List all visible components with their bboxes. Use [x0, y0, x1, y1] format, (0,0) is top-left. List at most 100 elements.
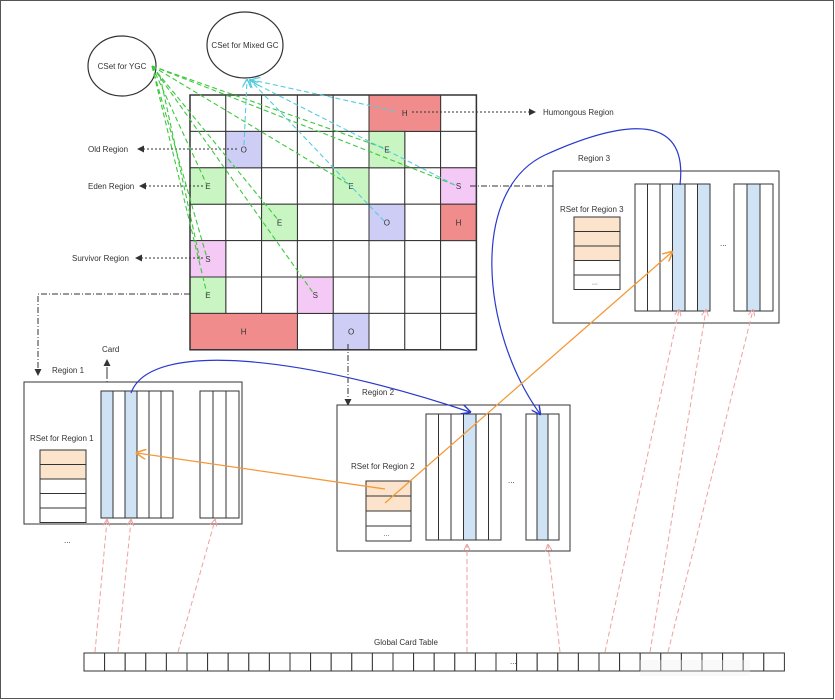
card: [697, 183, 711, 312]
card: [488, 413, 502, 541]
region-2-title: Region 2: [362, 388, 395, 397]
grid-cell-empty: [368, 240, 406, 278]
grid-cell-s: [296, 276, 334, 314]
region-2-rset: ...: [365, 480, 412, 542]
region-1-cards: [100, 390, 240, 519]
global-card: [619, 652, 641, 672]
region-3-card-ellipsis: ...: [720, 239, 727, 248]
global-card: [186, 652, 209, 672]
grid-cell-label: H: [456, 218, 462, 227]
grid-cell-empty: [404, 240, 442, 278]
global-card: [454, 652, 476, 672]
card: [672, 183, 686, 312]
grid-cell-empty: [296, 167, 334, 205]
card-reference-arcs: [130, 128, 682, 414]
card: [647, 183, 661, 312]
card-label: Card: [102, 345, 119, 354]
grid-cell-label: O: [241, 146, 247, 155]
card: [759, 183, 774, 312]
grid-cell-label: S: [205, 255, 210, 264]
global-card: [248, 652, 270, 672]
cset-ygc-label: CSet for YGC: [98, 62, 147, 71]
global-card: [289, 652, 312, 672]
global-card: [165, 652, 188, 672]
cset-mixed-ellipse: [206, 11, 284, 79]
eden-region-label: Eden Region: [88, 182, 134, 191]
rset-more: ...: [384, 531, 390, 538]
global-card: [351, 652, 373, 672]
grid-cell-empty: [332, 240, 370, 278]
rset-entry: [365, 495, 412, 512]
rset-entry: [573, 260, 621, 276]
global-card-table: [83, 652, 785, 672]
grid-cell-h: [440, 203, 477, 242]
grid-cell-empty: [332, 94, 370, 132]
grid-cell-empty: [368, 312, 406, 351]
grid-cell-label: O: [348, 328, 354, 337]
grid-cell-empty: [189, 203, 227, 242]
grid-cell-label: H: [402, 109, 408, 118]
grid-cell-label: H: [241, 328, 247, 337]
grid-cell-empty: [261, 167, 298, 205]
cset-mixed-label: CSet for Mixed GC: [211, 41, 278, 50]
card: [684, 183, 698, 312]
grid-cell-e: [368, 130, 406, 169]
grid-cell-e: [261, 203, 298, 242]
region-3-rset: ...: [573, 216, 621, 290]
cset-ygc-lines: [151, 65, 456, 295]
grid-cell-label: O: [384, 218, 390, 227]
card: [525, 413, 538, 541]
global-card: [371, 652, 394, 672]
global-card: [413, 652, 435, 672]
card: [475, 413, 489, 541]
grid-cell-label: E: [205, 182, 210, 191]
global-card: [145, 652, 167, 672]
card: [547, 413, 560, 541]
region-2-cards: [425, 413, 560, 541]
card: [160, 390, 174, 519]
global-card: [557, 652, 579, 672]
region-1-rset-label: RSet for Region 1: [30, 434, 94, 443]
grid-cell-empty: [261, 276, 298, 314]
region-3: Region 3 RSet for Region 3 ... ...: [552, 154, 780, 324]
grid-cell-empty: [189, 94, 227, 132]
grid-cell-e: [189, 276, 227, 314]
global-card: [577, 652, 600, 672]
rset-entry: [573, 245, 621, 261]
rset-entry: [365, 480, 412, 497]
global-card: [474, 652, 497, 672]
grid-cell-empty: [296, 203, 334, 242]
humongous-region-label: Humongous Region: [543, 108, 614, 117]
grid-cell-label: E: [277, 218, 282, 227]
rset-entry: [365, 525, 412, 542]
global-card: [83, 652, 106, 672]
card: [100, 390, 114, 519]
card: [659, 183, 673, 312]
region-2: Region 2 RSet for Region 2 ... ...: [336, 388, 571, 552]
grid-cell-empty: [404, 203, 442, 242]
grid-cell-empty: [440, 130, 477, 169]
grid-cell-empty: [404, 312, 442, 351]
grid-cell-empty: [332, 203, 370, 242]
region-1-ellipsis: ...: [64, 536, 71, 545]
global-card: [310, 652, 332, 672]
global-card: [536, 652, 559, 672]
rset-more: ...: [592, 279, 598, 286]
grid-cell-empty: [225, 167, 263, 205]
card: [746, 183, 761, 312]
card-table-pointers: [94, 310, 753, 653]
region-3-title: Region 3: [578, 154, 611, 163]
card: [199, 390, 214, 519]
global-card-table-label: Global Card Table: [374, 638, 438, 647]
rset-arrows: [137, 252, 672, 504]
global-card: [763, 652, 785, 672]
grid-cell-empty: [261, 94, 298, 132]
global-card: [392, 652, 415, 672]
grid-cell-e: [189, 167, 227, 205]
grid-cell-h: [189, 312, 298, 351]
rset-entry: [39, 507, 87, 523]
grid-cell-label: S: [313, 291, 318, 300]
grid-cell-empty: [440, 94, 477, 132]
card: [450, 413, 464, 541]
